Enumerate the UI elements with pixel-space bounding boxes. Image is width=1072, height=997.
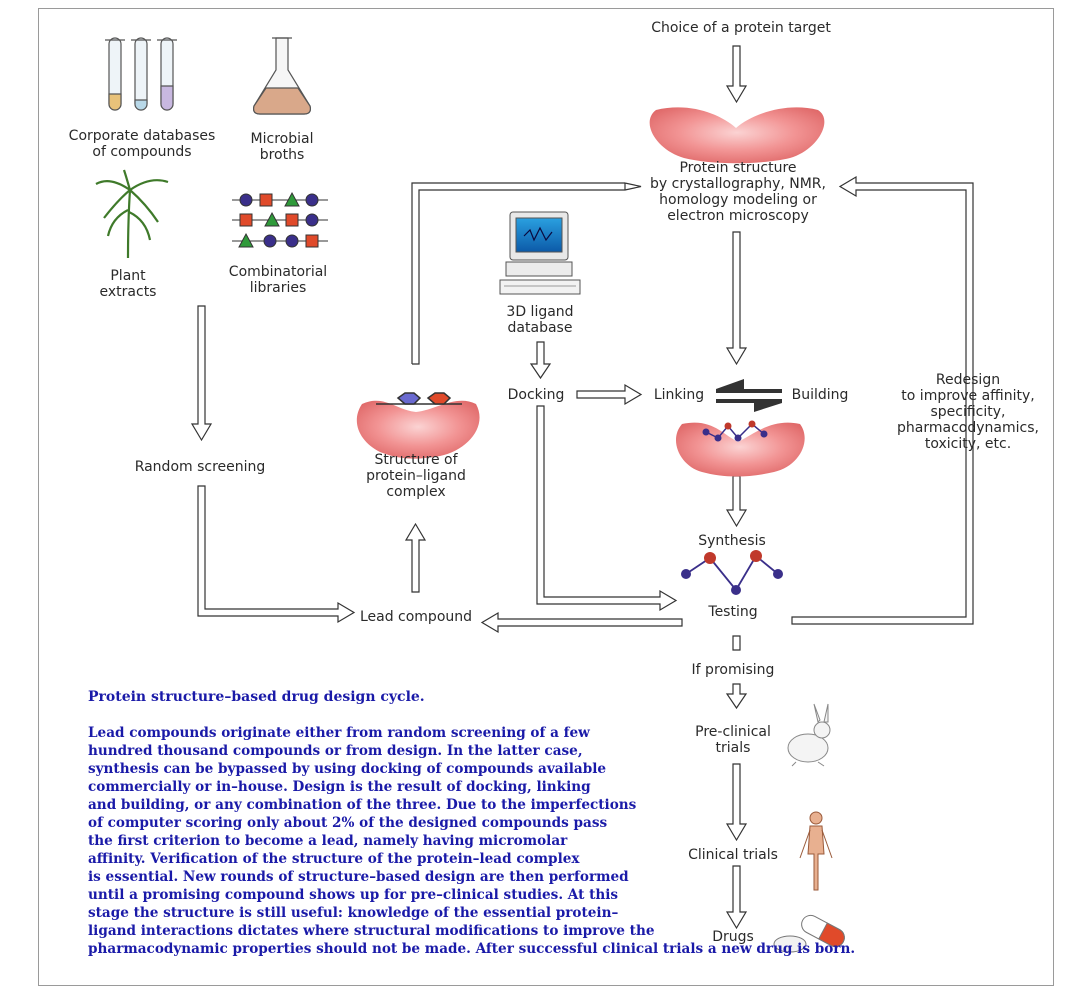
drug-pills-icon: [773, 914, 845, 953]
label-preclinical: Pre-clinical trials: [695, 724, 771, 756]
label-ligand-db: 3D ligand database: [506, 304, 574, 336]
protein-linking-shape: [675, 422, 805, 477]
label-plant-extracts: Plant extracts: [99, 268, 157, 300]
arrow-lead-to-complex: [404, 522, 427, 593]
protein-target-shape: [649, 107, 825, 164]
label-redesign: Redesign to improve affinity, specificit…: [897, 372, 1039, 452]
label-corporate-db: Corporate databases of compounds: [68, 128, 216, 160]
rabbit-icon: [787, 703, 831, 767]
label-linking: Linking: [653, 387, 705, 403]
arrow-preclinical-to-clinical: [725, 763, 748, 842]
caption-body: Lead compounds originate either from ran…: [88, 725, 856, 957]
label-complex: Structure of protein–ligand complex: [366, 452, 466, 500]
arrow-docking-to-linking: [576, 383, 643, 406]
linking-ligand: [702, 420, 768, 442]
human-icon: [799, 811, 833, 891]
arrow-testing-to-promising: [732, 635, 741, 651]
figure-frame: [38, 8, 1054, 986]
label-random-screening: Random screening: [134, 459, 266, 475]
flask-icon: [253, 37, 311, 115]
arrow-structure-to-linking: [725, 231, 748, 366]
arrow-clinical-to-drugs: [725, 865, 748, 930]
test-tubes-icon: [105, 37, 177, 111]
label-clinical: Clinical trials: [688, 847, 778, 863]
label-protein-structure: Protein structure by crystallography, NM…: [650, 160, 826, 224]
label-choice-target: Choice of a protein target: [651, 20, 831, 36]
arrow-redesign-loop: [791, 175, 974, 625]
synthesis-molecule: [681, 550, 783, 595]
arrow-screening-to-lead: [197, 485, 356, 624]
label-testing: Testing: [708, 604, 758, 620]
label-microbial-broths: Microbial broths: [250, 131, 314, 163]
plant-icon: [95, 169, 169, 259]
arrow-testing-to-lead: [480, 611, 683, 634]
caption-title: Protein structure–based drug design cycl…: [88, 689, 425, 705]
protein-complex-shape: [356, 400, 480, 459]
label-if-promising: If promising: [691, 662, 775, 678]
arrow-docking-to-testing: [536, 405, 678, 612]
arrow-promising-to-preclinical: [725, 683, 748, 710]
complex-ligand: [376, 392, 462, 405]
arrow-to-synthesis: [725, 475, 748, 528]
label-building: Building: [791, 387, 849, 403]
arrow-libraries-to-screening: [190, 305, 213, 442]
combinatorial-library-icon: [232, 191, 328, 248]
arrow-target-to-protein: [725, 45, 748, 104]
arrow-database-to-docking: [529, 341, 552, 380]
label-synthesis: Synthesis: [698, 533, 766, 549]
label-lead-compound: Lead compound: [359, 609, 473, 625]
label-drugs: Drugs: [712, 929, 754, 945]
computer-icon: [499, 211, 581, 295]
linking-building-arrows: [716, 379, 782, 412]
label-combinatorial: Combinatorial libraries: [228, 264, 328, 296]
label-docking: Docking: [507, 387, 565, 403]
arrow-complex-to-structure: [411, 182, 642, 365]
